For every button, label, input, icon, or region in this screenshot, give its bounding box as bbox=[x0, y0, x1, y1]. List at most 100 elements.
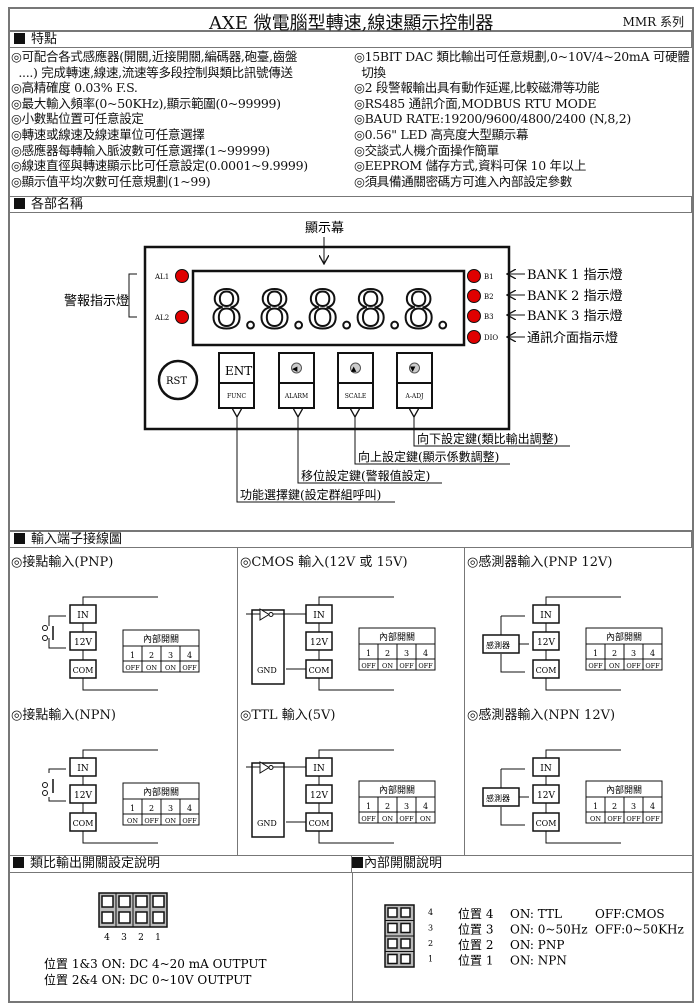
analog-line: 位置 1&3 ON: DC 4~20 mA OUTPUT bbox=[44, 956, 267, 971]
al2-led-icon bbox=[175, 310, 189, 324]
rst-button[interactable]: RST bbox=[157, 359, 199, 401]
switch-state: OFF bbox=[182, 664, 197, 672]
switch-state: OFF bbox=[361, 815, 376, 823]
key-top-label: ENT bbox=[225, 364, 252, 378]
section-title: 輸入端子接線圖 bbox=[31, 532, 123, 547]
terminal-label: IN bbox=[313, 611, 325, 621]
display-digits: 8.8.8.8.8. bbox=[210, 281, 455, 341]
key-arrow-icon: ▲ bbox=[351, 365, 357, 373]
switch-number: 3 bbox=[404, 649, 409, 658]
off-setting: OFF:0~50KHz bbox=[595, 923, 684, 937]
terminal-com: COM bbox=[69, 659, 97, 679]
b2-led-icon bbox=[467, 289, 481, 303]
terminal-label: 12V bbox=[310, 791, 328, 801]
key-bottom-label: ALARM bbox=[284, 393, 308, 400]
b1-led-icon bbox=[467, 269, 481, 283]
terminal-in: IN bbox=[305, 604, 333, 624]
switch-state: OFF bbox=[626, 815, 641, 823]
section-title: 類比輸出開關設定說明 bbox=[30, 856, 161, 871]
title-bar: AXE 微電腦型轉速,線速顯示控制器 MMR 系列 bbox=[9, 8, 692, 34]
switch-state: ON bbox=[382, 662, 393, 670]
terminal-in: IN bbox=[69, 757, 97, 777]
position-label: 位置 4 bbox=[458, 906, 494, 921]
position-label: 位置 1 bbox=[458, 953, 493, 968]
switch-number: 3 bbox=[631, 802, 636, 811]
b1-label: B1 bbox=[484, 273, 494, 281]
feature-item: ....) 完成轉速,線速,流速等多段控制與類比訊號傳送 bbox=[11, 64, 293, 80]
switch-number: 1 bbox=[130, 651, 135, 660]
feature-item: ◎須具備通關密碼方可進入內部設定參數 bbox=[354, 173, 573, 189]
switch-number: 3 bbox=[404, 802, 409, 811]
al1-label: AL1 bbox=[154, 273, 169, 281]
switch-state: OFF bbox=[607, 815, 622, 823]
down-key-callout: 向下設定鍵(類比輸出調整) bbox=[417, 431, 558, 446]
analog-header: 類比輸出開關設定說明 bbox=[9, 856, 352, 873]
wiring-panel-title: ◎感測器輸入(PNP 12V) bbox=[467, 555, 613, 570]
alarm-indicator-label: 警報指示燈 bbox=[64, 293, 129, 309]
switch-number: 2 bbox=[138, 933, 144, 943]
callout-lines bbox=[237, 417, 570, 503]
bank3-label: BANK 3 指示燈 bbox=[527, 309, 623, 324]
terminal-com: COM bbox=[69, 812, 97, 832]
terminal-in: IN bbox=[69, 604, 97, 624]
feature-item: ◎BAUD RATE:19200/9600/4800/2400 (N,8,2) bbox=[354, 111, 631, 127]
terminal-label: COM bbox=[73, 666, 94, 675]
switch-number: 4 bbox=[423, 802, 428, 811]
wiring-panel-title: ◎TTL 輸入(5V) bbox=[240, 708, 336, 723]
wiring-panel-title: ◎CMOS 輸入(12V 或 15V) bbox=[240, 555, 408, 570]
terminal-label: IN bbox=[77, 764, 89, 774]
switch-table-title: 內部開關 bbox=[143, 633, 179, 645]
rst-label: RST bbox=[166, 376, 187, 387]
switch-number: 4 bbox=[423, 649, 428, 658]
switch-state: OFF bbox=[399, 815, 414, 823]
up-key-callout: 向上設定鍵(顯示係數調整) bbox=[358, 449, 499, 464]
square-bullet-icon bbox=[352, 857, 363, 868]
feature-item: ◎RS485 通訊介面,MODBUS RTU MODE bbox=[354, 95, 597, 111]
terminal-12v: 12V bbox=[305, 631, 333, 651]
switch-state: OFF bbox=[418, 662, 433, 670]
terminal-com: COM bbox=[305, 659, 333, 679]
parts-header: 各部名稱 bbox=[9, 196, 692, 213]
terminal-label: 12V bbox=[537, 638, 555, 648]
switch-state: OFF bbox=[399, 662, 414, 670]
switch-number: 2 bbox=[612, 649, 617, 658]
switch-state: OFF bbox=[125, 664, 140, 672]
bottom-divider bbox=[352, 873, 353, 1002]
switch-state: ON bbox=[590, 815, 601, 823]
terminal-in: IN bbox=[532, 757, 560, 777]
switch-number: 1 bbox=[366, 802, 371, 811]
square-bullet-icon bbox=[13, 857, 24, 868]
key-alarm[interactable]: ◀ ALARM bbox=[278, 352, 315, 409]
switch-state: ON bbox=[382, 815, 393, 823]
terminal-12v: 12V bbox=[305, 784, 333, 804]
switch-number: 1 bbox=[428, 955, 433, 964]
key-a-adj[interactable]: ▼A-ADJ bbox=[396, 352, 433, 409]
terminal-12v: 12V bbox=[69, 631, 97, 651]
key-scale[interactable]: ▲SCALE bbox=[337, 352, 374, 409]
func-key-callout: 功能選擇鍵(設定群組呼叫) bbox=[240, 487, 381, 502]
switch-state: OFF bbox=[645, 815, 660, 823]
feature-item: 切換 bbox=[354, 64, 386, 80]
feature-item: ◎交談式人機介面操作簡單 bbox=[354, 142, 499, 158]
al1-led-icon bbox=[175, 269, 189, 283]
terminal-12v: 12V bbox=[69, 784, 97, 804]
wiring-header: 輸入端子接線圖 bbox=[9, 531, 692, 548]
bank-leds: B1 B2 B3 DIO bbox=[467, 269, 498, 344]
terminal-12v: 12V bbox=[532, 784, 560, 804]
switch-number: 3 bbox=[121, 933, 127, 943]
off-setting: OFF:CMOS bbox=[595, 907, 665, 921]
key-arrow-icon: ◀ bbox=[292, 365, 298, 373]
switch-state: OFF bbox=[144, 817, 159, 825]
section-title: 特點 bbox=[31, 32, 58, 47]
sensor-icon: 感測器 bbox=[482, 615, 529, 673]
sensor-icon: 感測器 bbox=[482, 768, 529, 826]
on-setting: ON: PNP bbox=[510, 938, 564, 952]
feature-item: ◎轉速或線速及線速單位可任意選擇 bbox=[11, 126, 205, 142]
switch-table-title: 內部開關 bbox=[379, 784, 415, 796]
